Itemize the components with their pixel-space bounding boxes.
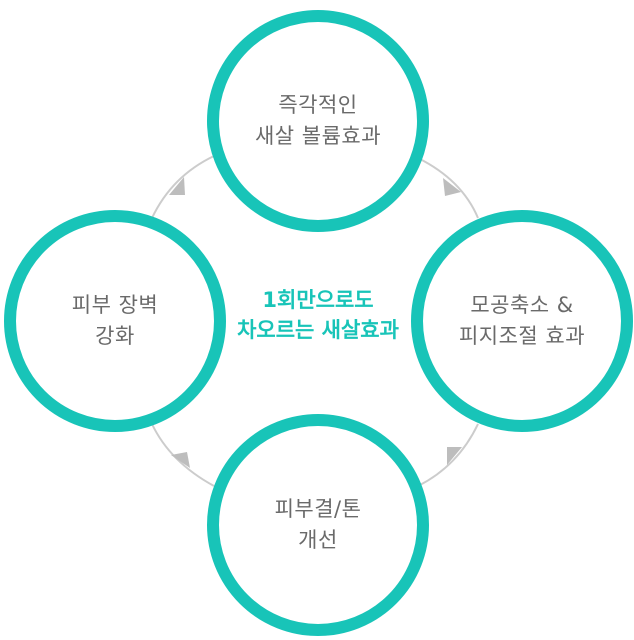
node-label-line: 개선 <box>298 528 338 552</box>
node-label-line: 새살 볼륨효과 <box>254 124 382 148</box>
connector-top-right <box>417 157 479 219</box>
connector-left-top <box>151 155 215 219</box>
node-texture-tone: 피부결/톤 개선 <box>207 414 429 636</box>
node-label-line: 피부 장벽 <box>71 293 159 317</box>
node-label: 피부 장벽 강화 <box>72 290 158 352</box>
node-pore-sebum: 모공축소 & 피지조절 효과 <box>411 210 633 432</box>
node-label: 피부결/톤 개선 <box>275 494 362 556</box>
center-headline-line: 1회만으로도 <box>262 288 374 312</box>
node-label: 즉각적인 새살 볼륨효과 <box>255 90 381 152</box>
node-label-line: 강화 <box>95 324 135 348</box>
node-label-line: 모공축소 & <box>470 293 574 317</box>
node-label-line: 피부결/톤 <box>274 497 362 521</box>
center-headline: 1회만으로도 차오르는 새살효과 <box>207 285 429 345</box>
arrow-right-bottom-icon <box>447 447 462 465</box>
arrow-top-right-icon <box>443 178 461 196</box>
connector-right-bottom <box>417 423 479 487</box>
node-label-line: 피지조절 효과 <box>458 324 586 348</box>
arrow-left-top-icon <box>169 177 185 195</box>
node-label-line: 즉각적인 <box>278 93 358 117</box>
node-skin-barrier: 피부 장벽 강화 <box>4 210 226 432</box>
node-label: 모공축소 & 피지조절 효과 <box>459 290 585 352</box>
arrow-bottom-left-icon <box>171 452 190 468</box>
node-instant-volume: 즉각적인 새살 볼륨효과 <box>207 10 429 232</box>
center-headline-line: 차오르는 새살효과 <box>237 318 399 342</box>
